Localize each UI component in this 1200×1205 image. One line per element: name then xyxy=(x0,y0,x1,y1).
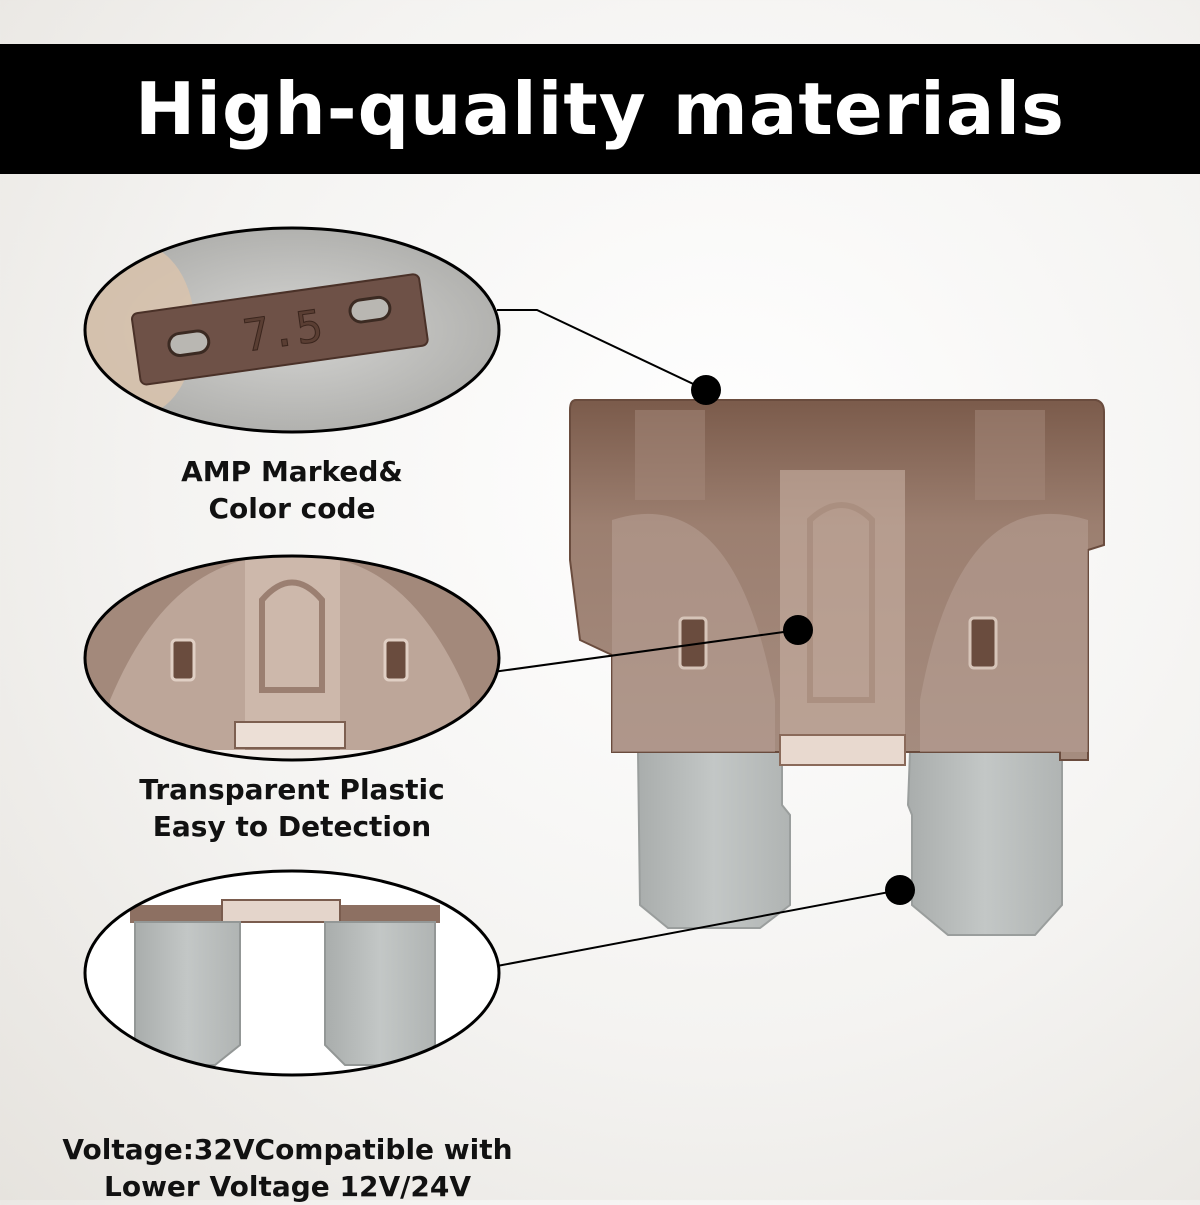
rivet-right xyxy=(383,638,409,682)
title-banner xyxy=(0,44,1200,174)
rivet-left xyxy=(170,638,196,682)
blade-left xyxy=(134,921,241,1066)
callout-lines xyxy=(492,309,915,967)
caption-line: AMP Marked& xyxy=(181,455,403,488)
fuse-contact-right xyxy=(348,295,392,324)
fuse-blade-right xyxy=(906,751,1063,936)
caption-line: Voltage:32VCompatible with xyxy=(62,1133,513,1166)
caption-voltage: Voltage:32VCompatible with Lower Voltage… xyxy=(20,1131,555,1205)
caption-amp-marking: AMP Marked& Color code xyxy=(92,453,492,527)
banner-title: High-quality materials xyxy=(135,67,1065,151)
caption-line: Lower Voltage 12V/24V xyxy=(103,1170,472,1203)
callout-dot-1 xyxy=(691,375,721,405)
detail-oval-amp-marking: 7.5 xyxy=(83,226,501,434)
caption-line: Easy to Detection xyxy=(152,810,432,843)
caption-line: Transparent Plastic xyxy=(139,773,445,806)
callout-line-1 xyxy=(497,309,707,391)
fuse-contact-left xyxy=(167,329,211,357)
fuse-blade-left xyxy=(636,751,791,929)
caption-line: Color code xyxy=(208,492,376,525)
callout-line-3 xyxy=(496,889,901,967)
main-fuse-image xyxy=(569,399,1105,936)
callout-dot-2 xyxy=(783,615,813,645)
caption-transparent-plastic: Transparent Plastic Easy to Detection xyxy=(92,771,492,845)
detail-oval-blades xyxy=(83,869,501,1077)
blade-right xyxy=(324,921,436,1066)
callout-dot-3 xyxy=(885,875,915,905)
callout-line-2 xyxy=(492,629,799,673)
detail-oval-transparent-plastic xyxy=(83,554,501,762)
amp-marking-text: 7.5 xyxy=(240,301,326,363)
